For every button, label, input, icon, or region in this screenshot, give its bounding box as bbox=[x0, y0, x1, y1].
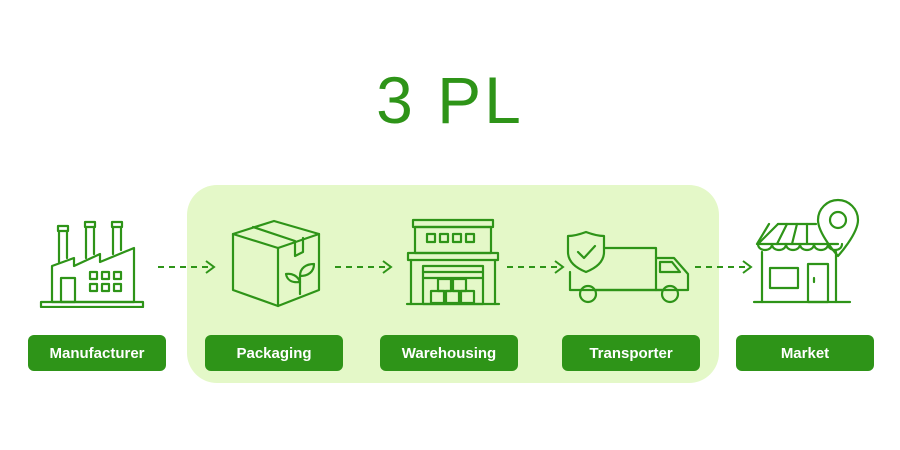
store-icon bbox=[752, 198, 864, 308]
label-warehousing: Warehousing bbox=[380, 335, 518, 371]
arrow-warehousing-to-transporter bbox=[507, 260, 565, 274]
arrow-transporter-to-market bbox=[695, 260, 753, 274]
box-icon bbox=[228, 218, 324, 308]
label-manufacturer: Manufacturer bbox=[28, 335, 166, 371]
arrow-manufacturer-to-packaging bbox=[158, 260, 216, 274]
label-packaging: Packaging bbox=[205, 335, 343, 371]
diagram-title: 3 PL bbox=[376, 63, 524, 137]
label-market: Market bbox=[736, 335, 874, 371]
warehouse-icon bbox=[405, 218, 501, 308]
factory-icon bbox=[38, 218, 146, 308]
arrow-packaging-to-warehousing bbox=[335, 260, 393, 274]
truck-icon bbox=[566, 230, 694, 306]
label-transporter: Transporter bbox=[562, 335, 700, 371]
